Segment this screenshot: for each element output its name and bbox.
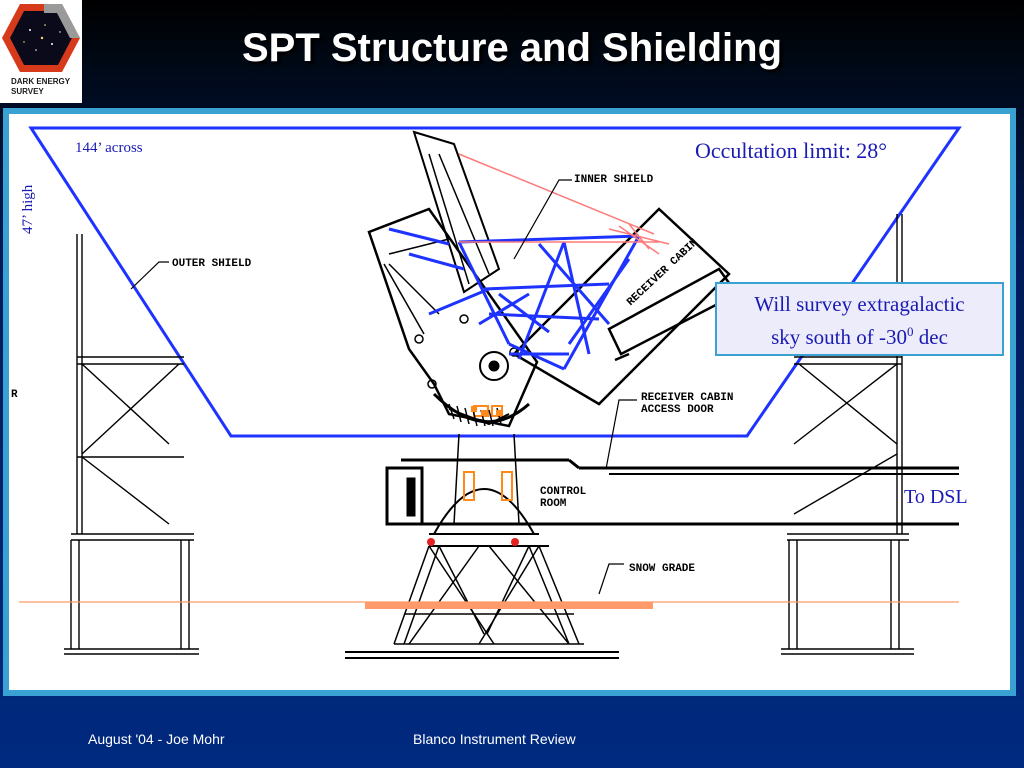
edge-mark-label: R (11, 389, 18, 401)
slide-title-text: SPT Structure and Shielding (241, 26, 783, 70)
snow-grade-label: SNOW GRADE (629, 563, 696, 575)
inner-shield-label: INNER SHIELD (574, 174, 654, 186)
control-room-label: CONTROL ROOM (540, 486, 587, 510)
footer-event: Blanco Instrument Review (413, 731, 576, 747)
logo-text: DARK ENERGY SURVEY (11, 77, 71, 96)
control-room-building (385, 458, 959, 526)
telescope-pedestal (345, 433, 619, 659)
right-support-tower (781, 214, 914, 655)
survey-callout-box: Will survey extragalactic sky south of -… (715, 282, 1004, 356)
inner-shield-frame (388, 227, 641, 371)
callout-superscript: 0 (907, 324, 914, 339)
outer-shield-shape (28, 126, 962, 438)
diagram-canvas: 144’ across 47’ high Occultation limit: … (9, 114, 1010, 690)
height-label: 47’ high (20, 184, 36, 234)
telescope-assembly (367, 130, 539, 428)
sight-lines (458, 153, 670, 255)
snow-grade-fill (365, 602, 653, 609)
dark-energy-survey-logo: DARK ENERGY SURVEY (0, 0, 82, 103)
left-support-tower (64, 234, 199, 655)
base-marker-left (427, 538, 435, 546)
callout-line-1: Will survey extragalactic (754, 292, 965, 316)
hexagon-logo-icon (2, 4, 80, 72)
across-label: 144’ across (75, 140, 143, 156)
outer-shield-label: OUTER SHIELD (172, 258, 252, 270)
slide-title: SPT Structure and Shielding (0, 26, 1024, 71)
to-dsl-label: To DSL (904, 486, 968, 508)
callout-line-2-post: dec (913, 325, 948, 349)
dish-orange-mounts (471, 406, 502, 416)
footer-author: August '04 - Joe Mohr (88, 731, 225, 747)
receiver-cabin-door-label: RECEIVER CABIN ACCESS DOOR (641, 392, 734, 416)
occultation-limit-label: Occultation limit: 28° (695, 138, 888, 163)
callout-line-2: sky south of -300 dec (717, 318, 1002, 351)
label-leaders (130, 179, 637, 595)
spt-structure-drawing (19, 126, 962, 659)
base-marker-right (511, 538, 519, 546)
callout-line-2-pre: sky south of -30 (771, 325, 907, 349)
